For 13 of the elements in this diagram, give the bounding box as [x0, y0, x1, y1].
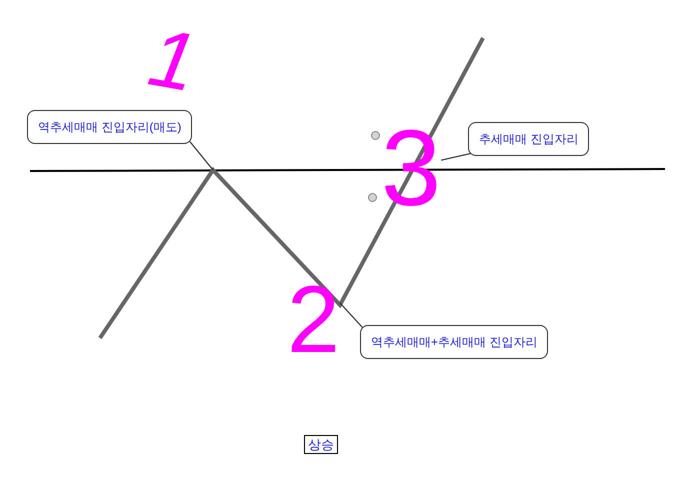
handwritten-number: 1 [143, 16, 202, 106]
callout-bubble [468, 122, 590, 156]
leader-line [440, 153, 471, 161]
callout-bubble [360, 325, 548, 359]
callout-text: 역추세매매+추세매매 진입자리 [371, 334, 538, 350]
callout-bubble [27, 110, 192, 144]
leader-line [189, 141, 214, 170]
callout-text: 추세매매 진입자리 [479, 131, 578, 147]
caption-text: 상승 [308, 436, 334, 453]
boxed-caption [304, 435, 338, 454]
callout-text: 역추세매매 진입자리(매도) [38, 119, 182, 135]
leader-line [340, 302, 363, 328]
handwritten-number: 2 [287, 273, 340, 368]
